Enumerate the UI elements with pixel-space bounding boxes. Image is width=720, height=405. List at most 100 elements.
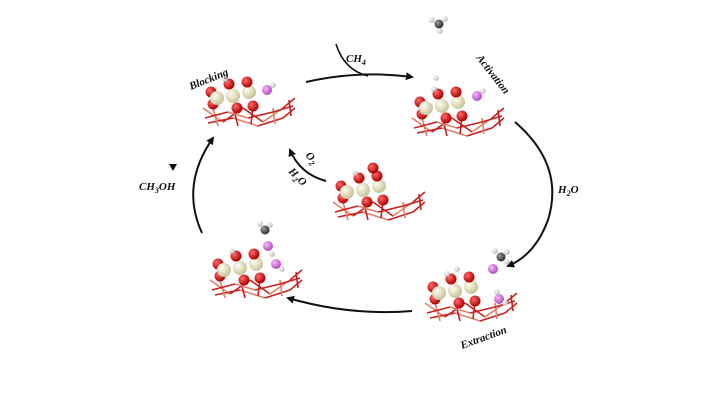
lattice-bond <box>234 283 256 291</box>
lattice-bond <box>337 211 364 218</box>
metal-atom <box>464 280 478 294</box>
lattice-bond <box>295 271 299 289</box>
oxygen-atom <box>254 272 266 284</box>
label-ch4: CH4 <box>346 53 366 67</box>
lattice-bond <box>282 107 296 119</box>
label-o2: O2 <box>301 150 319 168</box>
lattice-bond <box>424 302 446 318</box>
oxygen-atom <box>377 194 389 206</box>
label-ch3oh: CH3OH <box>139 181 176 195</box>
metal-atom <box>210 91 224 105</box>
carbon-atom <box>496 252 506 262</box>
metal-atom <box>226 89 240 103</box>
oxygen-atom <box>231 102 243 114</box>
lattice-bond <box>212 107 219 127</box>
hydrogen-atom <box>444 271 450 277</box>
lattice-bond <box>451 117 473 133</box>
arrows <box>169 43 554 314</box>
hydrogen-atom <box>433 75 439 81</box>
lattice-bond <box>232 117 259 127</box>
lattice-bond <box>441 127 468 137</box>
lattice-bond <box>429 312 456 319</box>
metal-atom <box>249 257 263 271</box>
hydrogen-atom <box>352 170 358 176</box>
lattice-bond <box>387 211 414 221</box>
lattice-bond <box>402 201 406 219</box>
metal-atom <box>242 85 256 99</box>
lattice-bond <box>204 111 229 119</box>
lattice-bond <box>288 99 292 117</box>
hydrogen-atom <box>270 82 276 88</box>
lattice-bond <box>504 302 518 314</box>
lattice-bond <box>497 109 501 127</box>
label-activation: Activation <box>473 52 512 97</box>
lattice-bond <box>416 127 443 134</box>
lattice-bond <box>334 205 359 213</box>
lattice <box>424 292 518 322</box>
oxygen-atom <box>248 248 260 260</box>
lattice-bond <box>491 117 505 129</box>
pink-atom <box>263 241 273 251</box>
lattice-bond <box>254 283 281 291</box>
lattice-bond <box>426 306 451 314</box>
lattice-bond <box>479 312 506 322</box>
hydrogen-atom <box>222 76 228 82</box>
lattice-bond <box>466 127 493 137</box>
lattice-bond <box>454 312 481 322</box>
metal-atom <box>372 179 386 193</box>
lattice-bond <box>494 302 498 320</box>
lattice-bond <box>247 111 274 119</box>
hydrogen-atom <box>279 266 285 272</box>
lattice-bond <box>209 279 231 295</box>
lattice <box>332 191 426 221</box>
lattice-bond <box>421 117 428 137</box>
hydrogen-atom <box>502 300 508 306</box>
pink-atom <box>494 294 504 304</box>
catalyst-structures <box>202 16 518 322</box>
lattice-bond <box>456 121 483 129</box>
hydrogen-atom <box>442 16 448 22</box>
oxygen-atom <box>456 110 468 122</box>
metal-atom <box>451 95 465 109</box>
lattice-bond <box>211 283 236 291</box>
triangle-marker <box>169 164 177 171</box>
oxygen-atom <box>241 76 253 88</box>
metal-atom <box>435 99 449 113</box>
lattice-bond <box>272 107 276 125</box>
oxygen-atom <box>361 196 373 208</box>
oxygen-atom <box>440 112 452 124</box>
hydrogen-atom <box>229 248 235 254</box>
lattice-bond <box>242 107 264 123</box>
structure-center <box>332 162 426 221</box>
lattice-bond <box>481 117 485 135</box>
metal-atom <box>448 284 462 298</box>
lattice <box>202 97 296 127</box>
label-h2o-center: H2O <box>284 165 309 190</box>
hydrogen-atom <box>431 86 437 92</box>
carbon-atom <box>260 225 270 235</box>
hydrogen-atom <box>257 221 263 227</box>
oxygen-atom <box>238 274 250 286</box>
lattice-bond <box>402 199 424 207</box>
metal-atom <box>419 101 433 115</box>
oxygen-atom <box>450 86 462 98</box>
arrow-ch4-input <box>335 43 369 77</box>
metal-atom <box>340 185 354 199</box>
lattice-bond <box>214 289 241 296</box>
oxygen-atom <box>463 271 475 283</box>
hydrogen-atom <box>504 249 510 255</box>
arrow-extraction-to-product <box>286 295 413 314</box>
lattice-bond <box>342 201 349 221</box>
lattice-bond <box>362 211 389 221</box>
hydrogen-atom <box>269 251 275 257</box>
lattice-bond <box>219 279 226 299</box>
lattice-bond <box>272 105 294 113</box>
metal-atom <box>356 183 370 197</box>
hydrogen-atom <box>492 248 498 254</box>
lattice-bond <box>418 193 422 211</box>
structure-activation <box>411 16 505 137</box>
lattice-bond <box>357 205 379 213</box>
arrow-product-to-blocking <box>192 136 215 234</box>
